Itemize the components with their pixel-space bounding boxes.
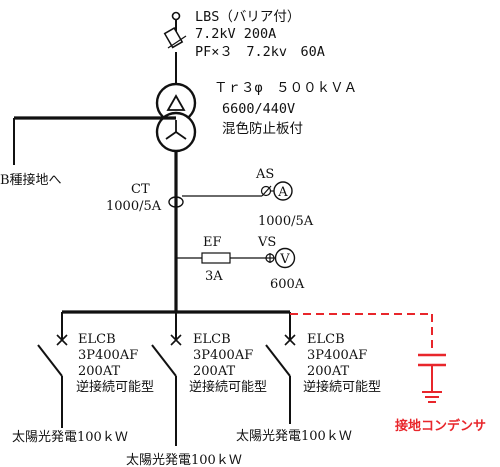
breaker-3-line4: 逆接続可能型 bbox=[303, 379, 381, 395]
grounding-label: B種接地へ bbox=[0, 172, 62, 188]
breaker-1-symbol bbox=[37, 312, 68, 428]
breaker-3-symbol bbox=[265, 312, 296, 424]
ammeter-symbol bbox=[273, 181, 293, 201]
breaker-2-line3: 200AT bbox=[193, 364, 235, 379]
breaker-1-line3: 200AT bbox=[78, 364, 120, 379]
transformer-label-line2: 6600/440V bbox=[222, 101, 295, 117]
transformer-symbol bbox=[155, 82, 197, 153]
ammeter-circuit bbox=[182, 185, 274, 197]
grounding-line bbox=[13, 116, 176, 165]
lbs-label-line3: PF×３ 7.2kv 60A bbox=[195, 44, 325, 60]
voltmeter-circuit bbox=[176, 252, 275, 264]
voltmeter-letter: V bbox=[279, 252, 290, 267]
breaker-2-line2: 3P400AF bbox=[193, 348, 253, 363]
voltmeter-switch-label: VS bbox=[257, 235, 276, 250]
ammeter-switch-label: AS bbox=[255, 167, 274, 182]
breaker-3-line1: ELCB bbox=[307, 332, 345, 347]
voltmeter-rating: 600A bbox=[270, 277, 305, 292]
breaker-2-line1: ELCB bbox=[193, 332, 231, 347]
breaker-3-load: 太陽光発電100ｋＷ bbox=[236, 429, 352, 444]
ammeter-letter: A bbox=[277, 185, 288, 200]
lbs-label-line1: LBS（バリア付） bbox=[195, 9, 300, 25]
breaker-2-symbol bbox=[151, 312, 182, 446]
transformer-label-line3: 混色防止板付 bbox=[222, 120, 303, 137]
breaker-1-line1: ELCB bbox=[78, 332, 116, 347]
breaker-1-line2: 3P400AF bbox=[78, 348, 138, 363]
ct-symbol bbox=[168, 196, 184, 208]
ct-name: CT bbox=[131, 182, 150, 197]
fuse-label: EF bbox=[203, 235, 222, 250]
incoming-line bbox=[171, 11, 181, 90]
breaker-1-line4: 逆接続可能型 bbox=[76, 379, 154, 395]
ammeter-rating: 1000/5A bbox=[258, 214, 314, 229]
ct-rating: 1000/5A bbox=[106, 199, 162, 214]
breaker-2-load: 太陽光発電100ｋＷ bbox=[126, 453, 242, 467]
breaker-2-line4: 逆接続可能型 bbox=[189, 379, 267, 395]
breaker-3-line3: 200AT bbox=[307, 364, 349, 379]
transformer-label-line1: Ｔｒ３φ ５００ｋＶＡ bbox=[214, 80, 357, 96]
grounding-capacitor-symbol bbox=[290, 313, 446, 403]
voltmeter-symbol bbox=[274, 247, 296, 269]
breaker-1-load: 太陽光発電100ｋＷ bbox=[12, 430, 128, 445]
fuse-rating: 3A bbox=[205, 269, 223, 284]
grounding-capacitor-label: 接地コンデンサ bbox=[395, 418, 486, 434]
breaker-3-line2: 3P400AF bbox=[307, 348, 367, 363]
lbs-label-line2: 7.2kV 200A bbox=[195, 26, 276, 42]
lbs-fuse-symbol bbox=[163, 27, 187, 49]
